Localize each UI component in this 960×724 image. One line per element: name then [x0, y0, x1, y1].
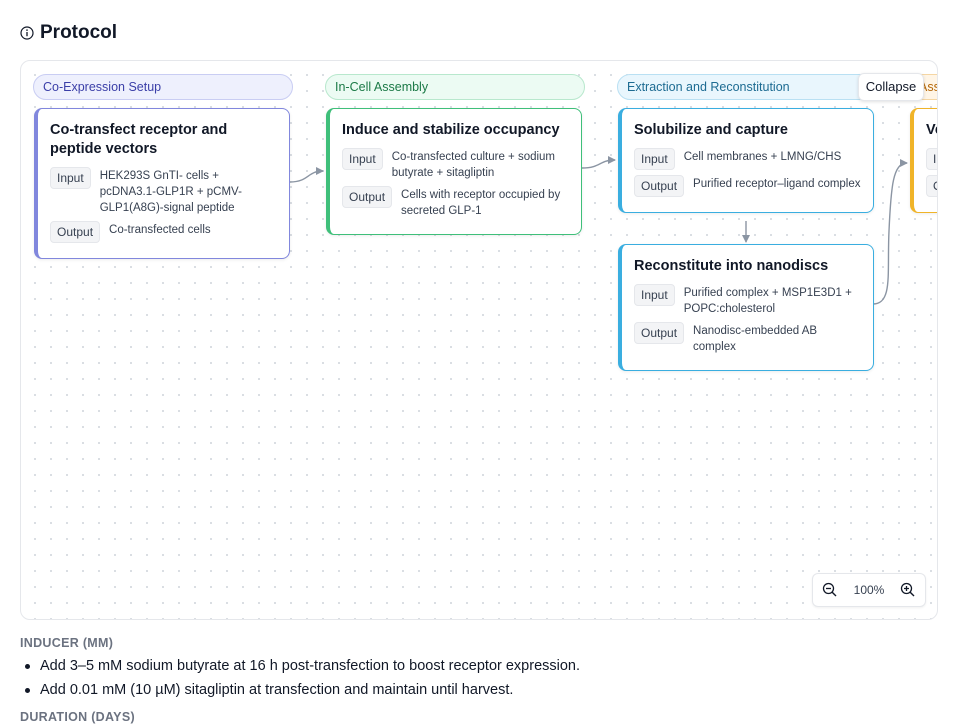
node-output-row: Output Purified receptor–ligand complex — [634, 175, 861, 197]
list-item: Add 3–5 mM sodium butyrate at 16 h post-… — [22, 654, 580, 678]
input-tag: Input — [634, 284, 675, 306]
duration-section-label: DURATION (DAYS) — [20, 710, 135, 724]
input-tag: Input — [50, 167, 91, 189]
node-title: Ve — [926, 122, 937, 138]
inducer-list: Add 3–5 mM sodium butyrate at 16 h post-… — [22, 654, 580, 702]
output-tag: O — [926, 175, 937, 197]
zoom-control: 100% — [812, 573, 926, 607]
info-icon — [20, 26, 34, 40]
node-input-row: Input Cell membranes + LMNG/CHS — [634, 148, 861, 170]
lane-co-expression-setup: Co-Expression Setup — [33, 74, 293, 100]
output-value: Cells with receptor occupied by secreted… — [401, 189, 561, 217]
output-tag: Output — [634, 322, 685, 344]
node-verify-partial[interactable]: Ve I O — [910, 108, 937, 213]
node-induce-stabilize[interactable]: Induce and stabilize occupancy Input Co-… — [326, 108, 582, 235]
node-co-transfect[interactable]: Co-transfect receptor and peptide vector… — [34, 108, 290, 259]
output-value: Nanodisc-embedded AB complex — [693, 325, 818, 353]
output-tag: Output — [50, 221, 101, 243]
node-input-row: Input HEK293S GnTI- cells + pcDNA3.1-GLP… — [50, 167, 277, 216]
input-tag: I — [926, 148, 937, 170]
lane-extraction-and-reconstitution: Extraction and Reconstitution — [617, 74, 877, 100]
zoom-in-icon — [900, 582, 915, 597]
edge-cotransfect-to-induce — [289, 167, 324, 183]
page-title: Protocol — [40, 22, 118, 43]
node-input-row: I — [926, 148, 937, 170]
page-header: Protocol — [20, 22, 117, 44]
output-tag: Output — [634, 175, 685, 197]
node-input-row: Input Co-transfected culture + sodium bu… — [342, 148, 569, 181]
node-title: Co-transfect receptor and peptide vector… — [50, 122, 228, 157]
output-value: Co-transfected cells — [109, 224, 211, 236]
list-item: Add 0.01 mM (10 µM) sitagliptin at trans… — [22, 678, 580, 702]
node-title: Induce and stabilize occupancy — [342, 122, 560, 138]
input-value: Purified complex + MSP1E3D1 + POPC:chole… — [683, 287, 852, 315]
zoom-level: 100% — [853, 583, 885, 597]
node-output-row: Output Cells with receptor occupied by s… — [342, 186, 569, 219]
node-reconstitute-nanodiscs[interactable]: Reconstitute into nanodiscs Input Purifi… — [618, 244, 874, 371]
inducer-section-label: INDUCER (MM) — [20, 636, 114, 650]
zoom-out-icon — [822, 582, 837, 597]
node-solubilize-capture[interactable]: Solubilize and capture Input Cell membra… — [618, 108, 874, 213]
node-title: Solubilize and capture — [634, 122, 788, 138]
input-tag: Input — [342, 148, 383, 170]
output-tag: Output — [342, 186, 393, 208]
input-tag: Input — [634, 148, 675, 170]
input-value: Co-transfected culture + sodium butyrate… — [391, 151, 556, 179]
node-output-row: Output Nanodisc-embedded AB complex — [634, 322, 861, 355]
input-value: HEK293S GnTI- cells + pcDNA3.1-GLP1R + p… — [99, 170, 242, 214]
node-output-row: Output Co-transfected cells — [50, 221, 277, 243]
input-value: Cell membranes + LMNG/CHS — [683, 151, 842, 163]
edge-reconstitute-to-next — [872, 159, 908, 305]
lane-in-cell-assembly: In-Cell Assembly — [325, 74, 585, 100]
output-value: Purified receptor–ligand complex — [693, 178, 861, 190]
node-input-row: Input Purified complex + MSP1E3D1 + POPC… — [634, 284, 861, 317]
node-title: Reconstitute into nanodiscs — [634, 258, 829, 274]
zoom-in-button[interactable] — [899, 581, 917, 599]
protocol-canvas[interactable]: Co-Expression Setup In-Cell Assembly Ext… — [20, 60, 938, 620]
zoom-out-button[interactable] — [821, 581, 839, 599]
edge-induce-to-solubilize — [581, 156, 616, 169]
collapse-button[interactable]: Collapse — [858, 73, 924, 101]
node-output-row: O — [926, 175, 937, 197]
